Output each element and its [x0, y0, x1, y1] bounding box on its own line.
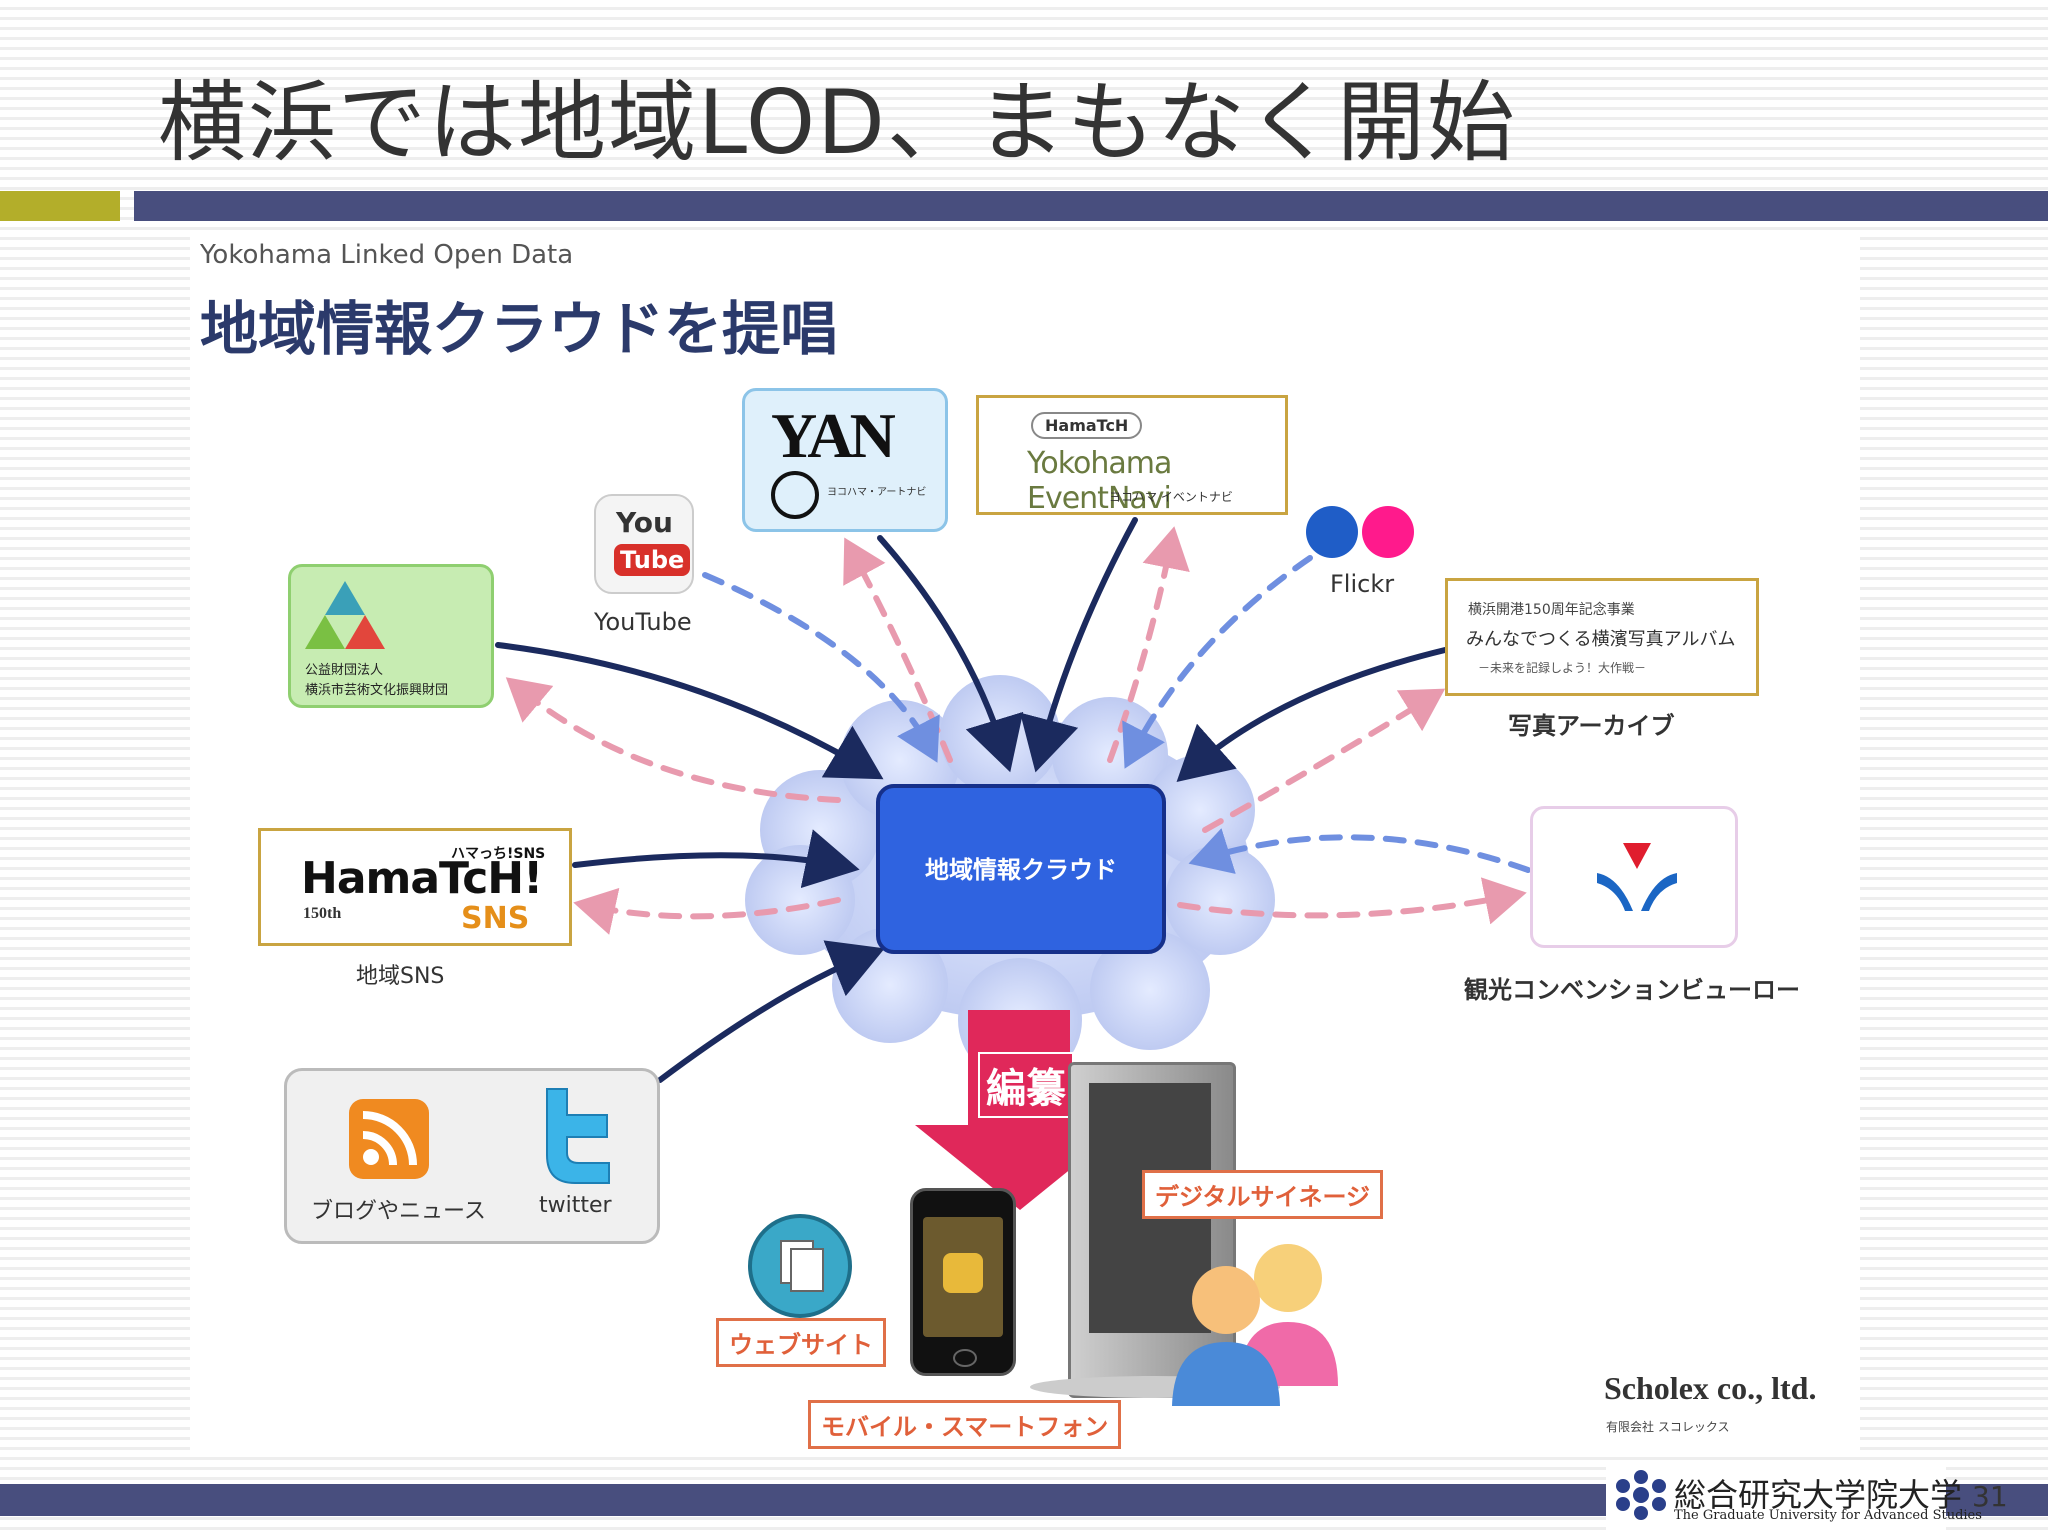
foundation-line2: 横浜市芸術文化振興財団: [305, 683, 449, 698]
users-icon: [1168, 1236, 1340, 1406]
foundation-mark-icon: [305, 581, 385, 649]
yano-o-circle: [771, 471, 819, 519]
cloud-center-box: 地域情報クラウド: [876, 784, 1166, 954]
university-emblem-icon: [1614, 1468, 1668, 1522]
event-main: Yokohama EventNavi: [1027, 446, 1172, 516]
mobile-label: モバイル・スマートフォン: [808, 1400, 1122, 1449]
blog-twitter-box: ブログやニュース twitter: [284, 1068, 660, 1244]
yano-artnavi-logo: YAN ヨコハマ・アートナビ: [742, 388, 948, 532]
arrow-foundation-out: [505, 677, 841, 803]
arrow-yano-in: [877, 535, 1024, 773]
university-name-jp: 総合研究大学院大学: [1674, 1476, 1963, 1514]
arrow-foundation-in: [495, 642, 884, 780]
signage-label: デジタルサイネージ: [1142, 1170, 1384, 1219]
yano-mark: YAN: [771, 400, 896, 471]
arrow-sns-in: [572, 829, 860, 889]
scholex-name: Scholex co., ltd.: [1604, 1370, 1817, 1406]
yano-small-label: ヨコハマ・アートナビ: [827, 487, 927, 498]
page-number: 31: [1972, 1480, 2008, 1513]
photo-line1: 横浜開港150周年記念事業: [1468, 602, 1635, 618]
arrow-flickr-in: [1122, 555, 1313, 769]
photo-line3: －未来を記録しよう！大作戦－: [1478, 661, 1647, 675]
foundation-line1: 公益財団法人: [305, 663, 384, 678]
event-sub: ヨコハマ イベントナビ: [1109, 490, 1233, 504]
university-name-en: The Graduate University for Advanced Stu…: [1674, 1508, 1982, 1523]
edit-label: 編纂: [978, 1052, 1074, 1118]
arrow-sns-out: [573, 887, 841, 935]
rss-icon: [349, 1099, 429, 1179]
sns-sns: SNS: [461, 901, 530, 936]
slide-title: 横浜では地域LOD、まもなく開始: [158, 71, 1517, 174]
scholex-sub: 有限会社 スコレックス: [1606, 1420, 1730, 1434]
diagram-header-en: Yokohama Linked Open Data: [200, 240, 574, 270]
signage-display: [1068, 1062, 1236, 1398]
blog-label: ブログやニュース: [311, 1199, 486, 1224]
sns-150: 150th: [303, 905, 342, 922]
arrow-youtube-in: [702, 572, 940, 763]
title-accent-block: [0, 191, 120, 221]
twitter-label: twitter: [539, 1193, 612, 1218]
sns-logo: HamaTcH! ハマっち!SNS 150th SNS: [258, 828, 572, 946]
arrow-event-in: [1020, 517, 1138, 773]
event-badge: HamaTcH: [1031, 412, 1143, 439]
arrow-blog-in: [657, 940, 885, 1083]
flickr-pink-dot: [1362, 506, 1414, 558]
smartphone-icon: [910, 1188, 1016, 1376]
photo-archive-logo: 横浜開港150周年記念事業 みんなでつくる横濱写真アルバム －未来を記録しよう！…: [1445, 578, 1759, 696]
tourism-mark-icon: [1597, 843, 1677, 911]
arrow-photo-in: [1176, 647, 1448, 782]
foundation-logo: 公益財団法人 横浜市芸術文化振興財団: [288, 564, 494, 708]
title-bar: [134, 191, 2048, 221]
diagram-header-jp: 地域情報クラウドを提唱: [200, 295, 839, 363]
website-label: ウェブサイト: [716, 1318, 886, 1367]
arrow-tourism-in: [1188, 828, 1531, 874]
photo-line2: みんなでつくる横濱写真アルバム: [1466, 629, 1736, 650]
sns-logo-text: HamaTcH!: [301, 853, 543, 904]
twitter-icon: [537, 1085, 623, 1185]
arrow-photo-out: [1202, 688, 1446, 833]
flickr-label: Flickr: [1330, 570, 1395, 598]
youtube-label: YouTube: [594, 608, 692, 636]
event-navi-logo: HamaTcH Yokohama EventNavi ヨコハマ イベントナビ: [976, 395, 1288, 516]
flickr-blue-dot: [1306, 506, 1358, 558]
tourism-logo: [1530, 806, 1738, 948]
website-icon: [748, 1214, 852, 1318]
arrow-event-out: [1107, 526, 1190, 763]
youtube-logo: You Tube: [594, 494, 694, 594]
youtube-you: You: [616, 506, 673, 539]
arrow-tourism-out: [1177, 877, 1527, 925]
tourism-label: 観光コンベンションビューロー: [1464, 976, 1800, 1004]
sns-badge: ハマっち!SNS: [451, 846, 546, 862]
youtube-tube: Tube: [614, 544, 691, 576]
photo-archive-label: 写真アーカイブ: [1508, 712, 1675, 740]
sns-label: 地域SNS: [356, 964, 445, 989]
cloud-center-label: 地域情報クラウド: [925, 856, 1117, 884]
